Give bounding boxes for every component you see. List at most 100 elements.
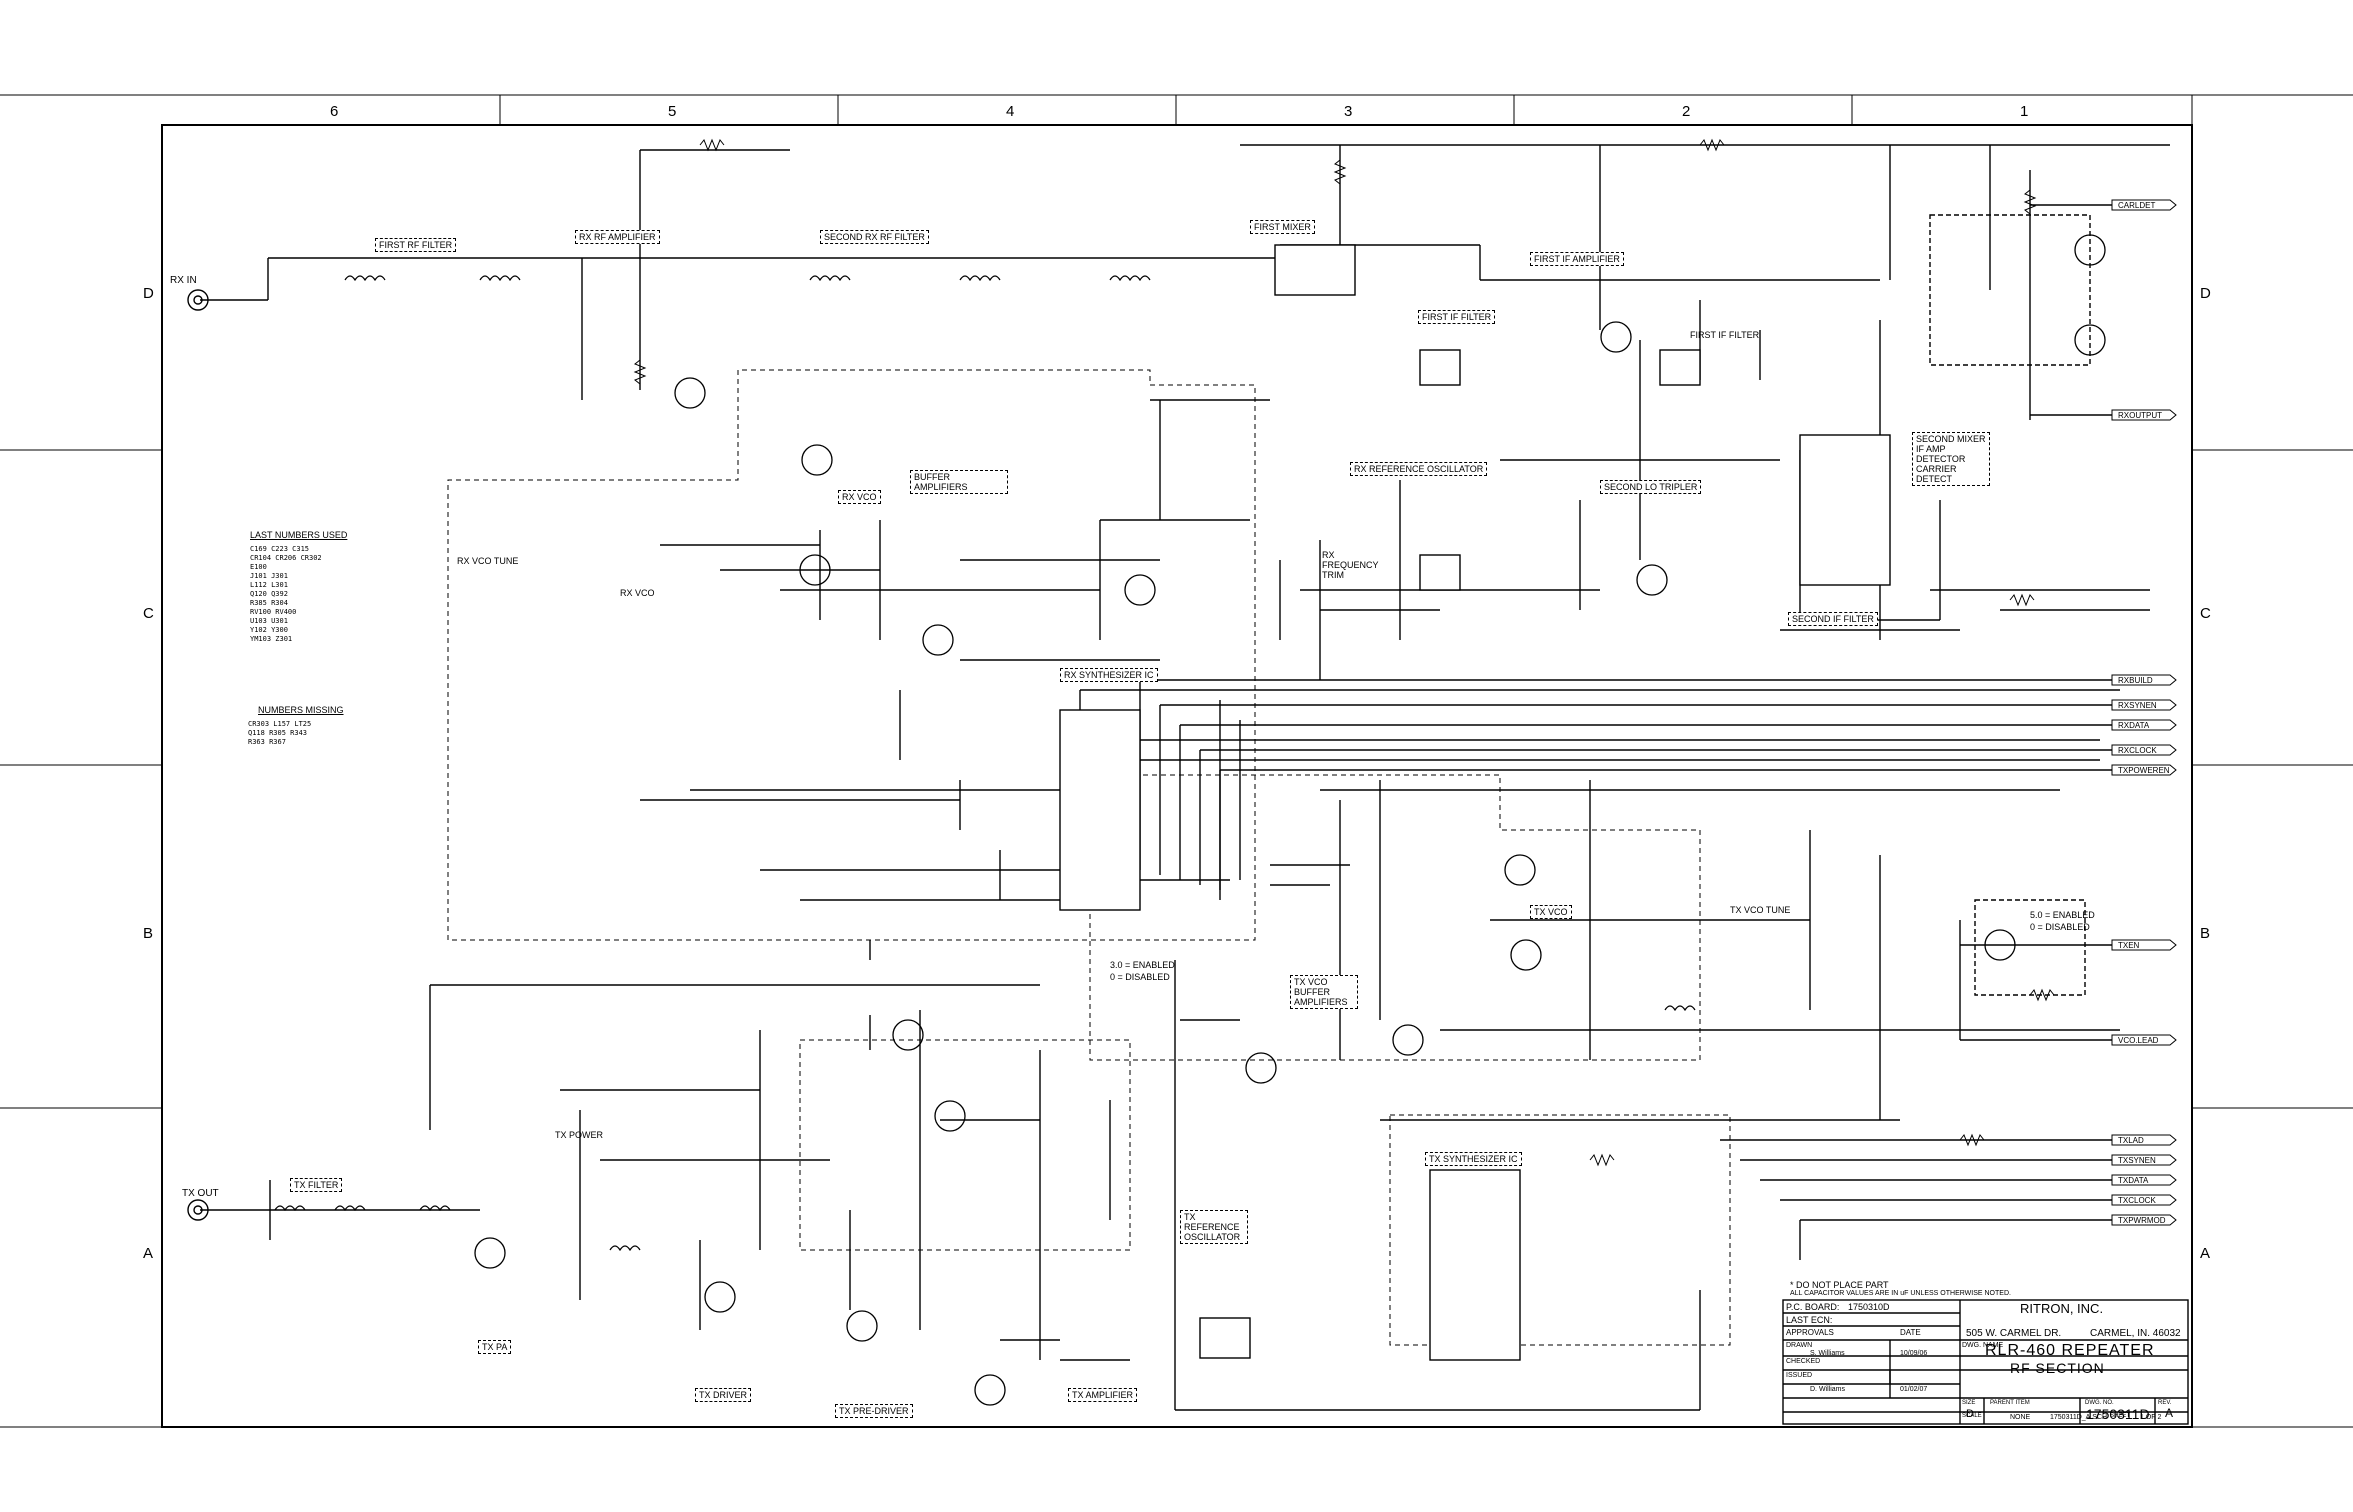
tb-title-1: RLR-460 REPEATER bbox=[1985, 1342, 2155, 1359]
block-tx-predriver: TX PRE-DRIVER bbox=[835, 1404, 913, 1418]
last-number-row: Q120 Q392 bbox=[250, 590, 288, 598]
block-tx-ref-osc: TX REFERENCE OSCILLATOR bbox=[1180, 1210, 1248, 1244]
zone-a-left: A bbox=[143, 1245, 154, 1262]
last-number-row: C169 C223 C315 bbox=[250, 545, 310, 553]
module-outlines bbox=[447, 369, 1731, 1346]
tb-issued-date: 01/02/07 bbox=[1900, 1386, 1928, 1393]
tb-title-2: RF SECTION bbox=[2010, 1360, 2105, 1376]
zone-4: 4 bbox=[1006, 103, 1015, 120]
block-tx-pa: TX PA bbox=[478, 1340, 512, 1354]
conn-rxclock: RXCLOCK bbox=[2118, 746, 2157, 755]
conn-vcolead: VCO.LEAD bbox=[2118, 1036, 2159, 1045]
last-number-row: CR104 CR206 CR302 bbox=[250, 554, 322, 562]
zone-6: 6 bbox=[330, 103, 339, 120]
tb-drawn-date: 10/09/06 bbox=[1900, 1350, 1928, 1357]
block-tx-synth: TX SYNTHESIZER IC bbox=[1425, 1152, 1522, 1166]
tb-parent-label: PARENT ITEM bbox=[1990, 1400, 2030, 1406]
rx-vco-label: RX VCO bbox=[620, 588, 655, 598]
missing-number-row: R363 R367 bbox=[248, 738, 286, 746]
last-number-row: RV100 RV400 bbox=[250, 608, 297, 616]
yf102 bbox=[1659, 349, 1701, 386]
conn-txen: TXEN bbox=[2118, 941, 2140, 950]
filter-coils bbox=[274, 275, 1696, 1252]
wiring bbox=[200, 144, 2170, 1411]
block-tx-vco: TX VCO bbox=[1530, 905, 1572, 919]
conn-txsynen: TXSYNEN bbox=[2118, 1156, 2156, 1165]
tb-scale-label: SCALE bbox=[1962, 1413, 1982, 1419]
zone-c-right: C bbox=[2200, 605, 2211, 622]
block-rx-rf-amp: RX RF AMPLIFIER bbox=[575, 230, 660, 244]
tb-last-ecn: LAST ECN: bbox=[1786, 1315, 1833, 1325]
tx-out-label: TX OUT bbox=[182, 1188, 219, 1199]
ic-packages bbox=[1059, 214, 2091, 1361]
zone-a-right: A bbox=[2200, 1245, 2211, 1262]
block-second-rf-filter: SECOND RX RF FILTER bbox=[820, 230, 929, 244]
tb-size-label: SIZE bbox=[1962, 1400, 1976, 1406]
transistors bbox=[474, 234, 2106, 1406]
enable-note-c: 5.0 = ENABLED bbox=[2030, 910, 2095, 920]
y101-tx-ref bbox=[1199, 1317, 1251, 1359]
last-number-row: L112 L301 bbox=[250, 581, 288, 589]
block-buffer-amps: BUFFER AMPLIFIERS bbox=[910, 470, 1008, 494]
block-tx-power: TX POWER bbox=[555, 1130, 604, 1140]
conn-carldet: CARLDET bbox=[2118, 201, 2156, 210]
block-tx-filter: TX FILTER bbox=[290, 1178, 343, 1192]
block-rx-vco: RX VCO bbox=[838, 490, 881, 504]
tb-dwg-no: 1750311D bbox=[2086, 1406, 2150, 1422]
tx-vco-tune-label: TX VCO TUNE bbox=[1730, 905, 1791, 915]
conn-txdata: TXDATA bbox=[2118, 1176, 2149, 1185]
tb-size: D bbox=[1966, 1408, 1974, 1420]
rx-freq-trim-label: RX FREQUENCY TRIM bbox=[1322, 550, 1379, 580]
y100-rx-ref bbox=[1419, 554, 1461, 591]
conn-rxsynen: RXSYNEN bbox=[2118, 701, 2157, 710]
zone-5: 5 bbox=[668, 103, 677, 120]
tb-dwg-no-label: DWG. NO. bbox=[2085, 1400, 2114, 1406]
block-second-mixer: SECOND MIXER IF AMP DETECTOR CARRIER DET… bbox=[1912, 432, 1990, 486]
tb-city: CARMEL, IN. 46032 bbox=[2090, 1328, 2181, 1339]
block-first-if-filter-a: FIRST IF FILTER bbox=[1418, 310, 1496, 324]
missing-number-row: CR303 L157 LT25 bbox=[248, 720, 312, 728]
title-block-frame bbox=[1782, 1299, 2189, 1425]
conn-txclock: TXCLOCK bbox=[2118, 1196, 2156, 1205]
u101-if-ic bbox=[1799, 434, 1891, 586]
last-number-row: R385 R304 bbox=[250, 599, 288, 607]
tb-drawn: DRAWN bbox=[1786, 1342, 1813, 1349]
rx-in-label: RX IN bbox=[170, 275, 197, 286]
conn-txlad: TXLAD bbox=[2118, 1136, 2144, 1145]
zone-d-right: D bbox=[2200, 285, 2211, 302]
tb-rev: A bbox=[2165, 1406, 2174, 1420]
enable-note-d: 0 = DISABLED bbox=[2030, 922, 2090, 932]
tb-dwg-name-label: DWG. NAME bbox=[1962, 1342, 2004, 1349]
zone-3: 3 bbox=[1344, 103, 1353, 120]
tb-approvals: APPROVALS bbox=[1786, 1328, 1834, 1337]
tb-sheet-label: SHEET bbox=[2110, 1413, 2131, 1419]
tb-checked: CHECKED bbox=[1786, 1358, 1821, 1365]
last-number-row: Y102 Y300 bbox=[250, 626, 288, 634]
u103-tx-synth bbox=[1429, 1169, 1521, 1361]
block-tx-vco-buffer: TX VCO BUFFER AMPLIFIERS bbox=[1290, 975, 1358, 1009]
block-first-if-amp: FIRST IF AMPLIFIER bbox=[1530, 252, 1624, 266]
zone-b-left: B bbox=[143, 925, 154, 942]
zone-2: 2 bbox=[1682, 103, 1691, 120]
conn-txpwrmod: TXPWRMOD bbox=[2118, 1216, 2166, 1225]
last-number-row: U103 U301 bbox=[250, 617, 288, 625]
tb-rev-label: REV. bbox=[2158, 1400, 2172, 1406]
resistors bbox=[633, 138, 2055, 1167]
zone-1: 1 bbox=[2020, 103, 2029, 120]
block-second-if-filter: SECOND IF FILTER bbox=[1788, 612, 1878, 626]
zone-ticks bbox=[0, 95, 2353, 1109]
rx-in-jack bbox=[187, 289, 209, 311]
block-tx-amplifier: TX AMPLIFIER bbox=[1068, 1388, 1138, 1402]
last-number-row: J101 J301 bbox=[250, 572, 288, 580]
tb-pcb: 1750310D bbox=[1848, 1302, 1890, 1312]
block-first-if-filter-b: FIRST IF FILTER bbox=[1690, 330, 1760, 340]
block-first-mixer: FIRST MIXER bbox=[1250, 220, 1315, 234]
conn-rxdata: RXDATA bbox=[2118, 721, 2150, 730]
zone-d-left: D bbox=[143, 285, 154, 302]
rx-vco-tune-label: RX VCO TUNE bbox=[457, 556, 519, 566]
inner-border bbox=[161, 124, 2193, 1428]
u102-rx-synth bbox=[1059, 709, 1141, 911]
missing-number-row: Q118 R305 R343 bbox=[248, 729, 308, 737]
